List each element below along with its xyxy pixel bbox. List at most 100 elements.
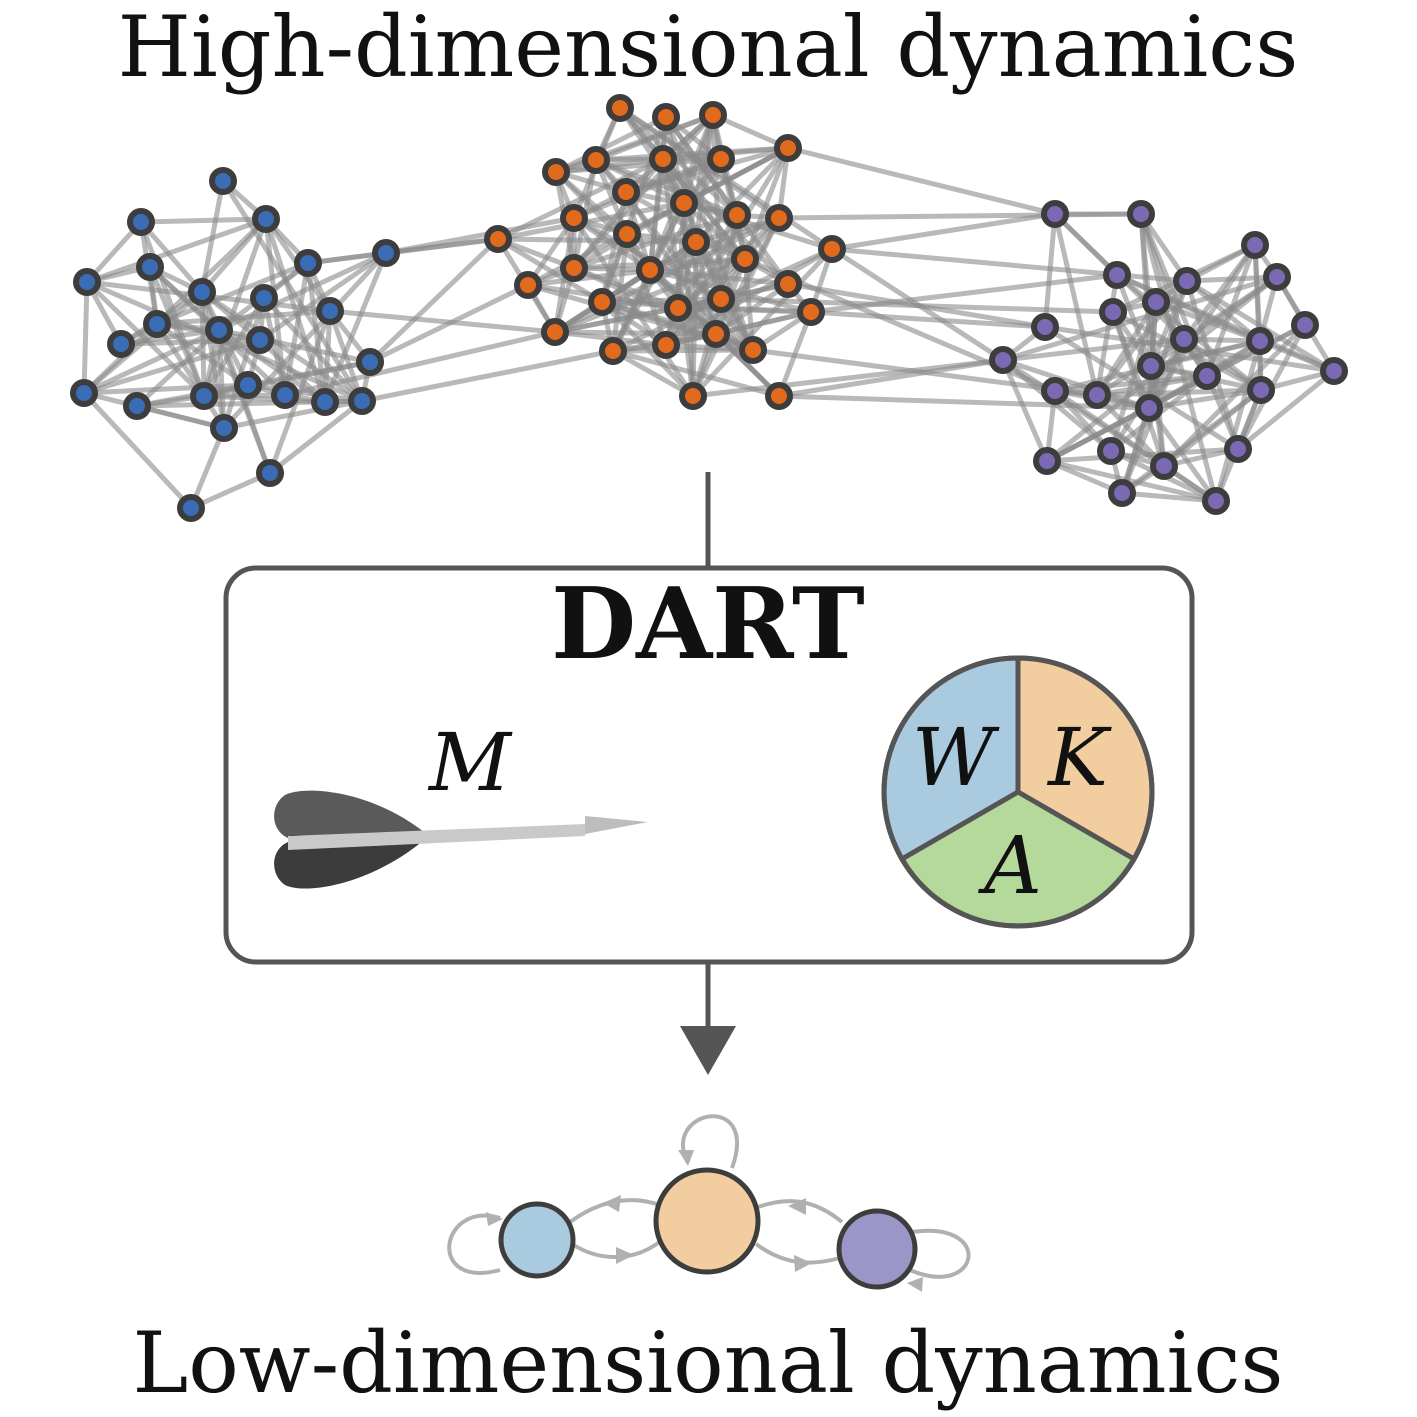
network-edge bbox=[554, 296, 722, 335]
reduced-node-3 bbox=[836, 1208, 918, 1290]
network-edge bbox=[83, 382, 249, 396]
network-edge bbox=[1236, 369, 1336, 451]
network-node-community-3 bbox=[989, 346, 1017, 374]
network-node-community-2 bbox=[599, 337, 627, 365]
network-node-community-1 bbox=[177, 494, 205, 522]
network-edge bbox=[140, 216, 267, 225]
network-node-community-3 bbox=[1193, 362, 1221, 390]
network-node-community-2 bbox=[699, 101, 727, 129]
network-edge bbox=[810, 309, 1046, 330]
network-node-community-2 bbox=[613, 220, 641, 248]
network-node-community-3 bbox=[1103, 261, 1131, 289]
network-edge bbox=[1148, 387, 1262, 411]
network-node-community-1 bbox=[205, 316, 233, 344]
network-node-community-2 bbox=[723, 201, 751, 229]
network-node-community-3 bbox=[1142, 288, 1170, 316]
edge-3-to-2-arrowhead bbox=[788, 1198, 806, 1215]
network-edge bbox=[247, 359, 371, 388]
network-edge bbox=[156, 260, 309, 327]
network-edge bbox=[752, 347, 1098, 398]
network-node-community-1 bbox=[73, 268, 101, 296]
network-edge bbox=[86, 216, 267, 285]
network-edge bbox=[268, 399, 364, 475]
network-node-community-3 bbox=[1041, 200, 1069, 228]
edge-2-to-3-arrowhead bbox=[794, 1255, 812, 1272]
network-node-community-2 bbox=[484, 225, 512, 253]
network-node-community-1 bbox=[271, 381, 299, 409]
network-node-community-2 bbox=[774, 270, 802, 298]
self-loop-3 bbox=[909, 1228, 971, 1279]
network-edge bbox=[1155, 299, 1261, 344]
network-edge bbox=[216, 329, 227, 429]
network-edge bbox=[601, 299, 754, 353]
network-edge bbox=[554, 329, 717, 337]
network-edge bbox=[1121, 490, 1217, 504]
network-edge bbox=[778, 211, 1142, 221]
self-loop-1 bbox=[447, 1213, 501, 1275]
network-node-community-2 bbox=[774, 134, 802, 162]
dart-icon bbox=[274, 790, 648, 889]
network-node-community-3 bbox=[1246, 327, 1274, 355]
network-node-community-3 bbox=[1224, 435, 1252, 463]
network-node-community-3 bbox=[1173, 267, 1201, 295]
network-node-community-2 bbox=[765, 204, 793, 232]
network-node-community-2 bbox=[652, 331, 680, 359]
network-edge bbox=[82, 391, 193, 510]
network-edge bbox=[831, 246, 1188, 284]
network-edge bbox=[1096, 387, 1262, 398]
network-node-community-2 bbox=[707, 145, 735, 173]
network-node-community-2 bbox=[514, 271, 542, 299]
network-node-community-2 bbox=[818, 235, 846, 263]
network-node-community-1 bbox=[70, 379, 98, 407]
network-node-community-2 bbox=[731, 245, 759, 273]
network-node-community-3 bbox=[1150, 452, 1178, 480]
network-edge bbox=[1096, 373, 1208, 398]
network-node-community-3 bbox=[1127, 200, 1155, 228]
network-node-community-2 bbox=[765, 382, 793, 410]
network-node-community-2 bbox=[606, 94, 634, 122]
network-edge bbox=[120, 337, 261, 347]
network-edge bbox=[258, 250, 388, 343]
pie-label-w: W bbox=[912, 711, 1000, 804]
network-node-community-1 bbox=[209, 167, 237, 195]
network-edge bbox=[612, 347, 754, 354]
network-node-community-2 bbox=[612, 178, 640, 206]
network-node-community-1 bbox=[294, 249, 322, 277]
network-edge bbox=[778, 393, 1150, 411]
network-node-community-3 bbox=[1099, 298, 1127, 326]
network-edge bbox=[136, 403, 225, 431]
network-edge bbox=[368, 237, 500, 364]
network-edge bbox=[81, 281, 90, 394]
network-node-community-3 bbox=[1263, 263, 1291, 291]
network-node-community-2 bbox=[541, 318, 569, 346]
network-node-community-3 bbox=[1135, 394, 1163, 422]
network-node-community-2 bbox=[636, 256, 664, 284]
network-node-community-3 bbox=[1041, 377, 1069, 405]
self-loop-1-arrowhead bbox=[486, 1212, 503, 1226]
network-node-community-2 bbox=[560, 254, 588, 282]
network-node-community-2 bbox=[797, 298, 825, 326]
network-edge bbox=[742, 258, 756, 351]
network-edge bbox=[720, 296, 1114, 315]
network-node-community-2 bbox=[739, 336, 767, 364]
network-edge bbox=[1045, 405, 1151, 464]
network-edge bbox=[322, 252, 389, 403]
network-node-community-1 bbox=[311, 388, 339, 416]
network-edge bbox=[307, 236, 499, 266]
network-node-community-2 bbox=[707, 285, 735, 313]
dart-label-m: M bbox=[427, 716, 513, 809]
wka-pie bbox=[881, 655, 1155, 929]
network-node-community-1 bbox=[356, 348, 384, 376]
network-edge bbox=[188, 427, 227, 509]
network-node-community-1 bbox=[190, 382, 218, 410]
network-edge bbox=[787, 145, 1056, 217]
network-edge bbox=[156, 308, 331, 327]
network-node-community-1 bbox=[136, 253, 164, 281]
reduced-node-1 bbox=[498, 1201, 576, 1279]
network-node-community-1 bbox=[210, 414, 238, 442]
network-edge bbox=[1052, 213, 1100, 396]
network-node-community-1 bbox=[246, 326, 274, 354]
network-node-community-1 bbox=[234, 371, 262, 399]
network-edge bbox=[329, 308, 556, 335]
